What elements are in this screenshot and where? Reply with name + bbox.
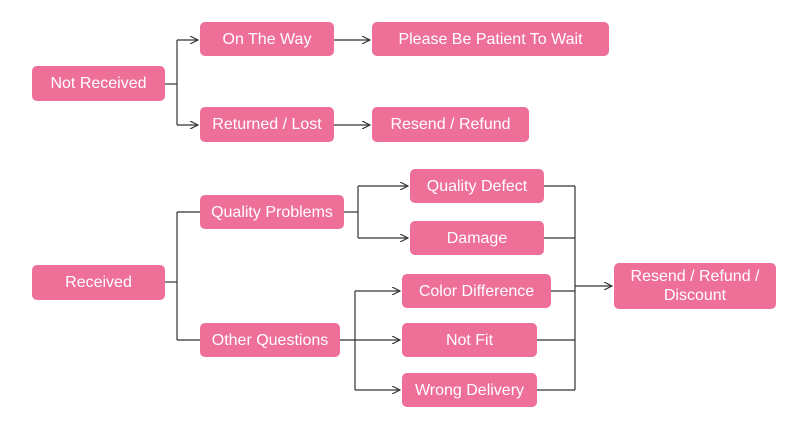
- node-received: Received: [32, 265, 165, 300]
- node-other-questions: Other Questions: [200, 323, 340, 357]
- node-on-the-way: On The Way: [200, 22, 334, 56]
- node-quality-defect: Quality Defect: [410, 169, 544, 203]
- node-quality-problems: Quality Problems: [200, 195, 344, 229]
- node-resend-refund-discount: Resend / Refund / Discount: [614, 263, 776, 309]
- node-returned-lost: Returned / Lost: [200, 107, 334, 142]
- node-not-received: Not Received: [32, 66, 165, 101]
- node-color-difference: Color Difference: [402, 274, 551, 308]
- node-resend-refund: Resend / Refund: [372, 107, 529, 142]
- node-damage: Damage: [410, 221, 544, 255]
- node-not-fit: Not Fit: [402, 323, 537, 357]
- node-please-be-patient-to-wait: Please Be Patient To Wait: [372, 22, 609, 56]
- node-wrong-delivery: Wrong Delivery: [402, 373, 537, 407]
